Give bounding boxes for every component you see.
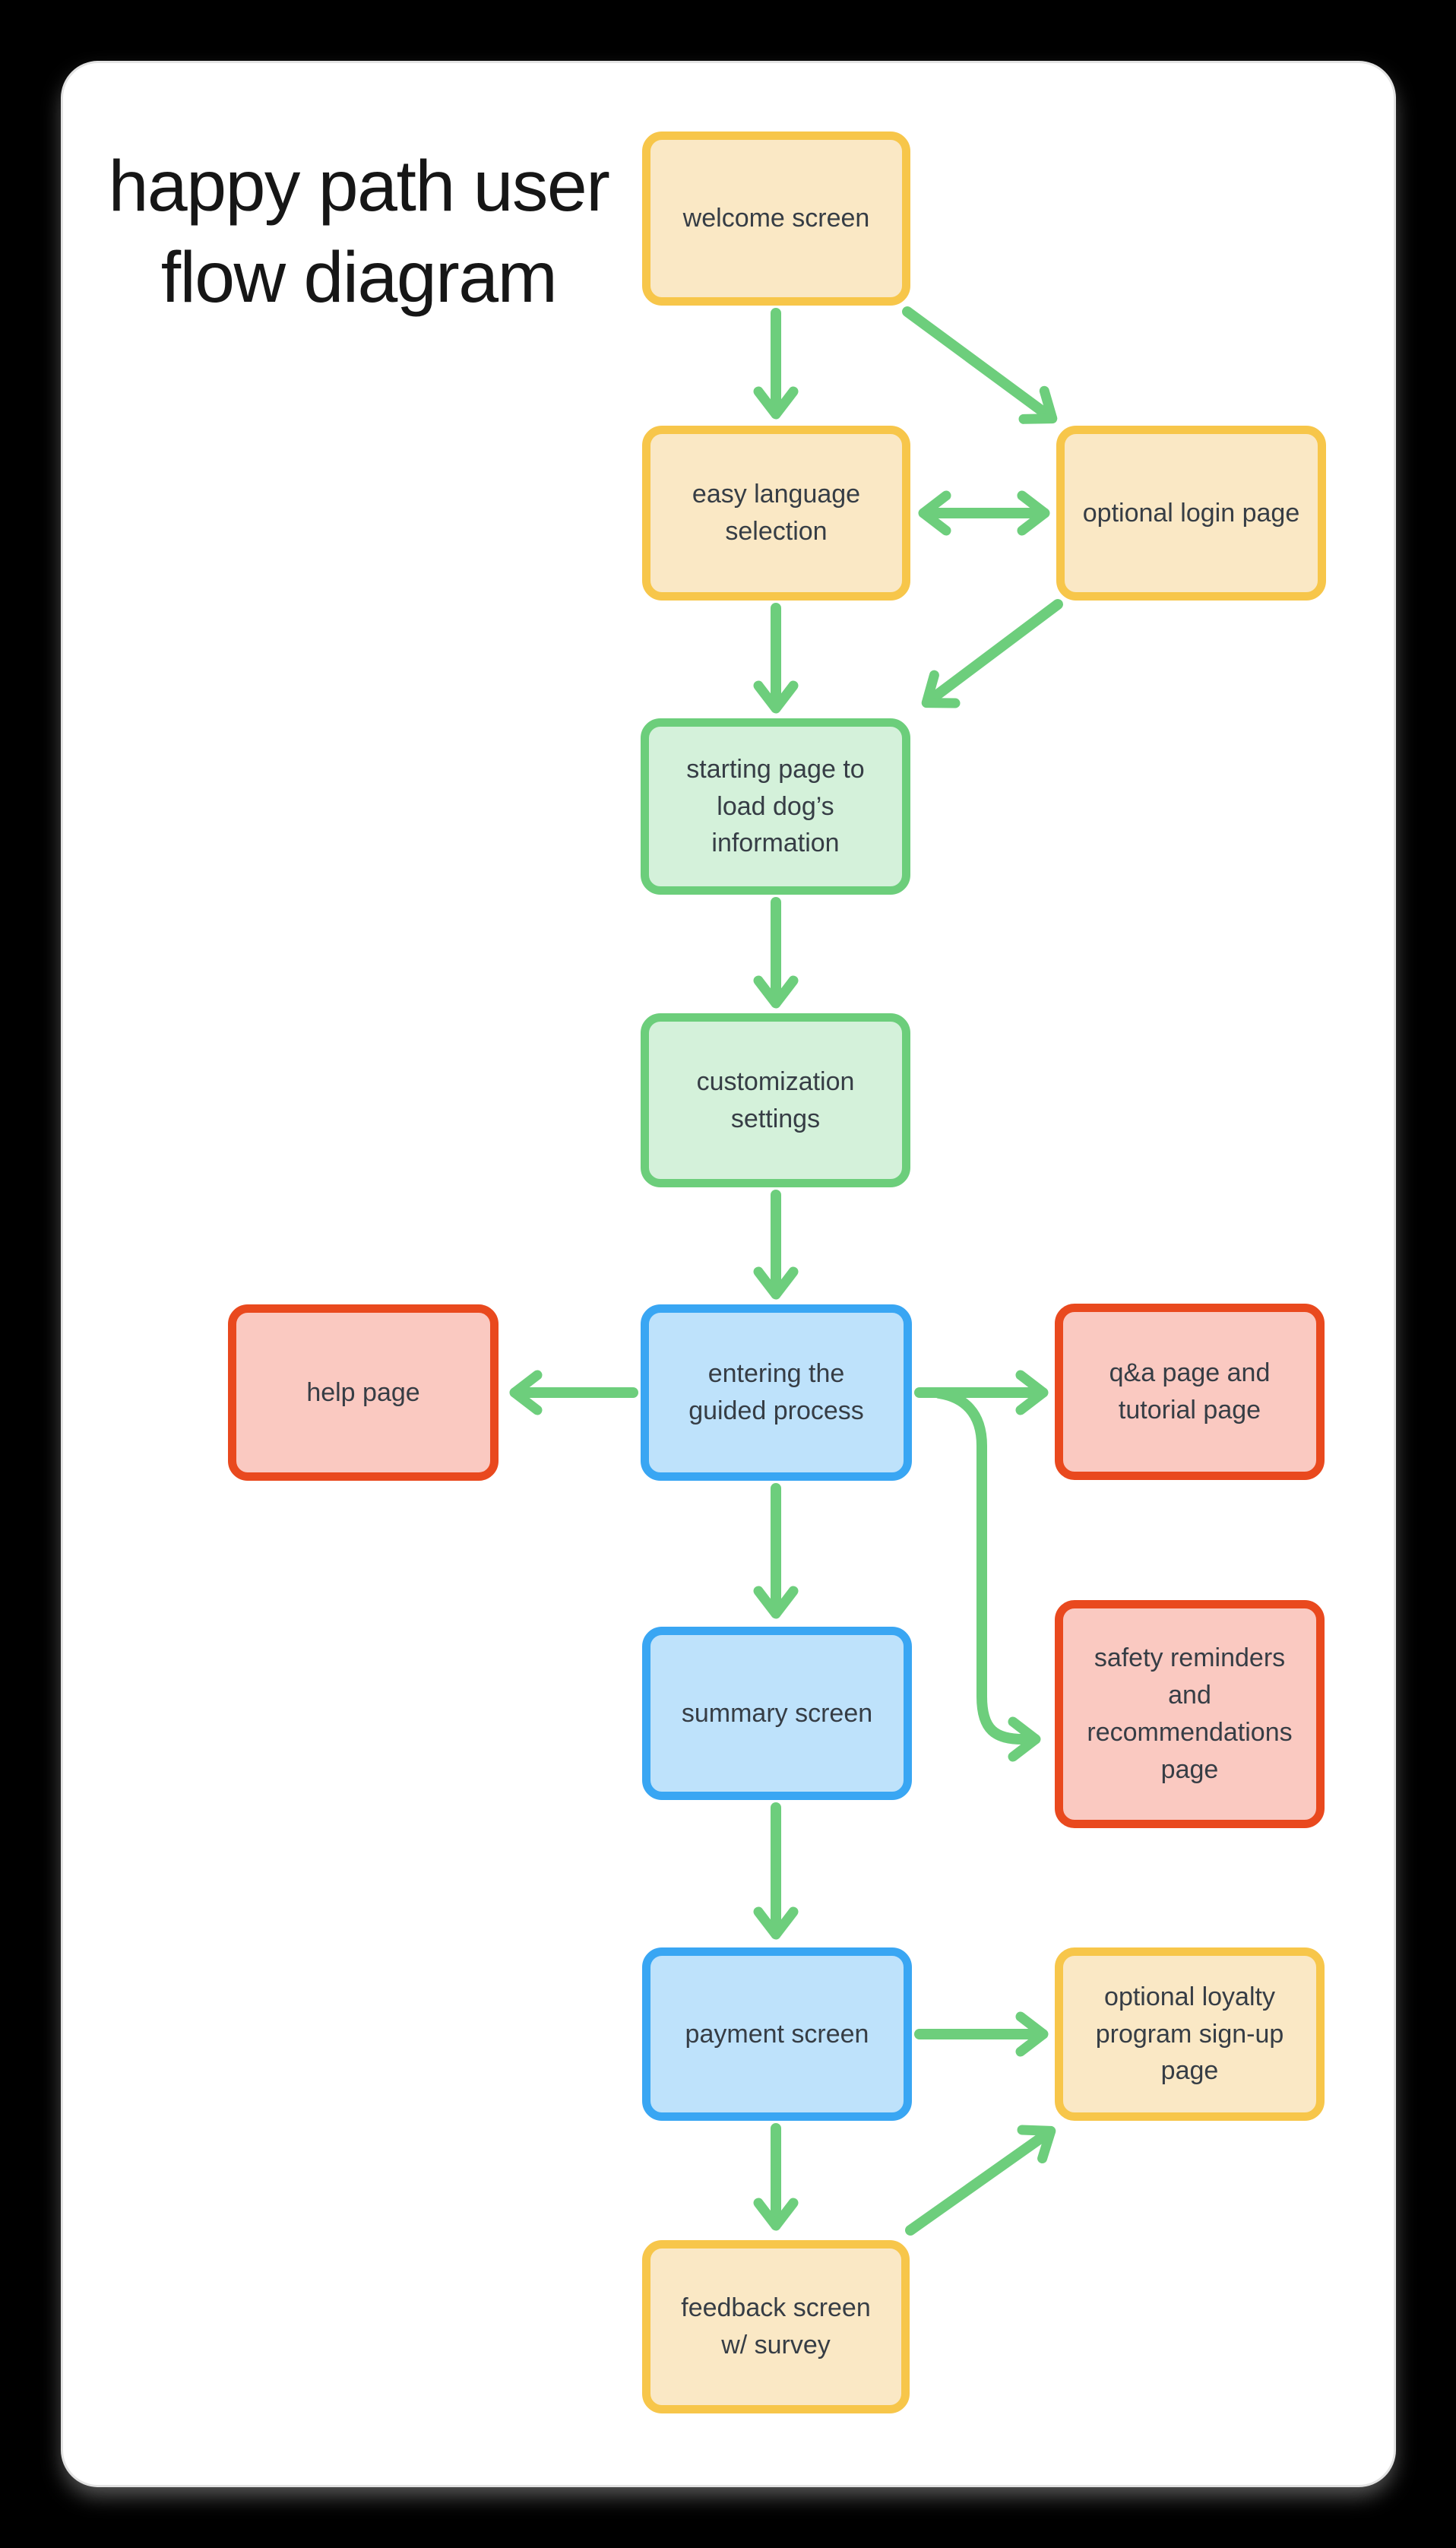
node-feedback-screen[interactable]: feedback screen w/ survey (642, 2240, 910, 2413)
node-label: help page (306, 1377, 420, 1407)
node-qa-tutorial-page[interactable]: q&a page and tutorial page (1055, 1304, 1325, 1480)
node-entering-guided-process[interactable]: entering the guided process (641, 1304, 912, 1481)
node-label: payment screen (685, 2019, 869, 2049)
node-help-page[interactable]: help page (228, 1304, 499, 1481)
node-optional-login-page[interactable]: optional login page (1056, 426, 1326, 601)
node-summary-screen[interactable]: summary screen (642, 1627, 912, 1800)
node-customization-settings[interactable]: customization settings (641, 1013, 910, 1187)
node-label: feedback screen w/ survey (681, 2293, 871, 2359)
node-safety-reminders-page[interactable]: safety reminders and recommendations pag… (1055, 1600, 1325, 1828)
diagram-title-line2: flow diagram (160, 236, 558, 318)
node-label: summary screen (681, 1698, 873, 1728)
node-payment-screen[interactable]: payment screen (642, 1947, 912, 2121)
node-optional-loyalty-page[interactable]: optional loyalty program sign-up page (1055, 1947, 1325, 2121)
diagram-title: happy path user flow diagram (97, 141, 621, 323)
diagram-title-line1: happy path user (108, 146, 610, 227)
node-welcome-screen[interactable]: welcome screen (642, 132, 910, 306)
node-label: customization settings (696, 1066, 855, 1133)
node-label: safety reminders and recommendations pag… (1087, 1643, 1293, 1784)
node-label: welcome screen (682, 204, 870, 233)
node-easy-language-selection[interactable]: easy language selection (642, 426, 910, 601)
node-label: optional login page (1082, 498, 1300, 528)
node-label: optional loyalty program sign-up page (1095, 1982, 1284, 2086)
node-starting-page[interactable]: starting page to load dog’s information (641, 718, 910, 895)
node-label: q&a page and tutorial page (1109, 1358, 1271, 1425)
node-label: starting page to load dog’s information (686, 754, 865, 858)
node-label: entering the guided process (688, 1359, 864, 1425)
node-label: easy language selection (692, 480, 861, 546)
